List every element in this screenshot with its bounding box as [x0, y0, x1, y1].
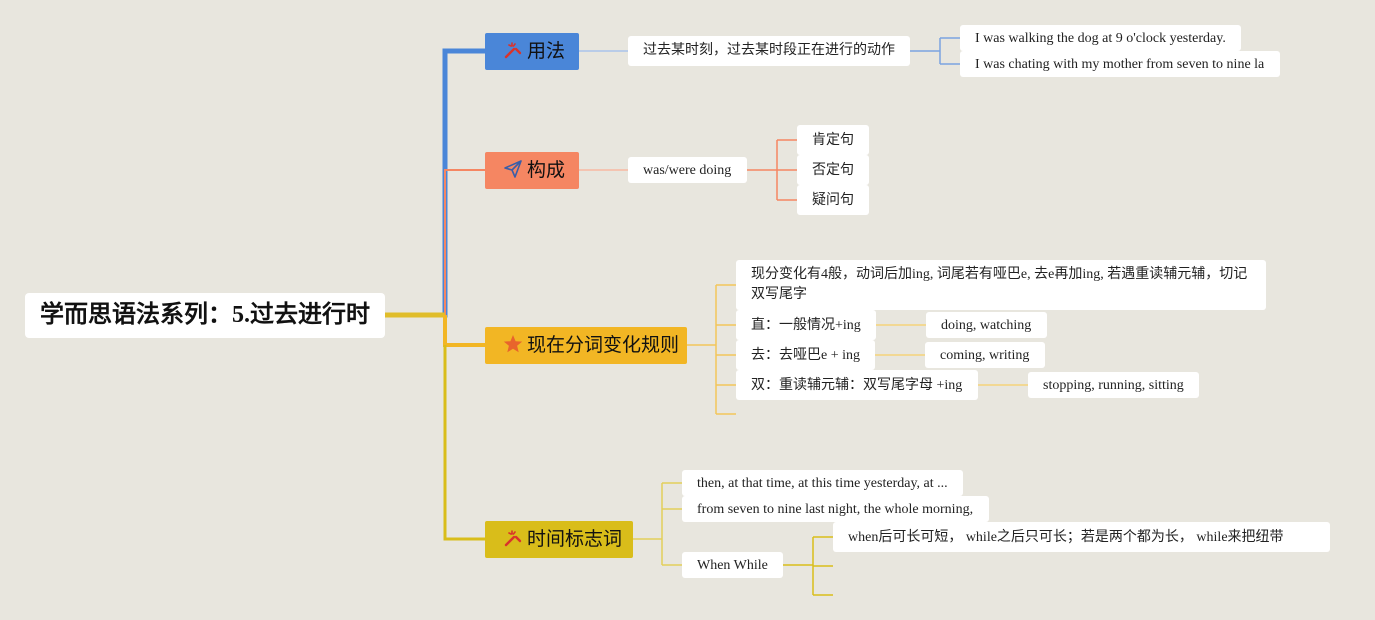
branch-form-label: 构成 [527, 159, 566, 181]
rule-double-example[interactable]: stopping, running, sitting [1028, 372, 1199, 398]
magic-wand-icon [503, 528, 523, 548]
paper-plane-icon [503, 159, 523, 179]
connector-rule-list [687, 284, 736, 415]
usage-example-1[interactable]: I was walking the dog at 9 o'clock yeste… [960, 25, 1241, 51]
connector-form-types [747, 139, 797, 201]
connector-when-while [783, 536, 833, 596]
star-icon [503, 334, 523, 354]
form-type-affirmative[interactable]: 肯定句 [797, 125, 869, 155]
rule-summary[interactable]: 现分变化有4般，动词后加ing, 词尾若有哑巴e, 去e再加ing, 若遇重读辅… [736, 260, 1266, 310]
branch-usage[interactable]: 用法 [485, 33, 579, 70]
rule-direct[interactable]: 直：一般情况+ing [736, 310, 876, 340]
when-while-note[interactable]: when后可长可短， while之后只可长；若是两个都为长， while来把纽带 [833, 522, 1330, 552]
magic-wand-icon [503, 40, 523, 60]
branch-usage-label: 用法 [527, 40, 566, 62]
branch-time-markers[interactable]: 时间标志词 [485, 521, 633, 558]
root-topic[interactable]: 学而思语法系列：5.过去进行时 [25, 293, 385, 338]
connector-time [443, 345, 485, 541]
rule-drop-e-example[interactable]: coming, writing [925, 342, 1045, 368]
branch-form[interactable]: 构成 [485, 152, 579, 189]
usage-definition[interactable]: 过去某时刻，过去某时段正在进行的动作 [628, 36, 910, 66]
form-type-question[interactable]: 疑问句 [797, 185, 869, 215]
rule-direct-example[interactable]: doing, watching [926, 312, 1047, 338]
connector-rule [443, 315, 485, 347]
time-marker-1[interactable]: then, at that time, at this time yesterd… [682, 470, 963, 496]
form-type-negative[interactable]: 否定句 [797, 155, 869, 185]
rule-double[interactable]: 双：重读辅元辅：双写尾字母 +ing [736, 370, 978, 400]
branch-participle-rules[interactable]: 现在分词变化规则 [485, 327, 687, 364]
rule-drop-e[interactable]: 去：去哑巴e + ing [736, 340, 875, 370]
form-structure[interactable]: was/were doing [628, 157, 747, 183]
connector-form [444, 169, 485, 315]
usage-example-2[interactable]: I was chating with my mother from seven … [960, 51, 1280, 77]
time-marker-2[interactable]: from seven to nine last night, the whole… [682, 496, 989, 522]
connector-trunk-top [385, 48, 485, 318]
when-while-node[interactable]: When While [682, 552, 783, 578]
branch-rule-label: 现在分词变化规则 [527, 334, 680, 356]
branch-time-label: 时间标志词 [527, 528, 623, 550]
connector-usage-examples [910, 37, 960, 65]
connector-time-list [633, 482, 682, 566]
connector-rule-examples [875, 324, 1028, 386]
